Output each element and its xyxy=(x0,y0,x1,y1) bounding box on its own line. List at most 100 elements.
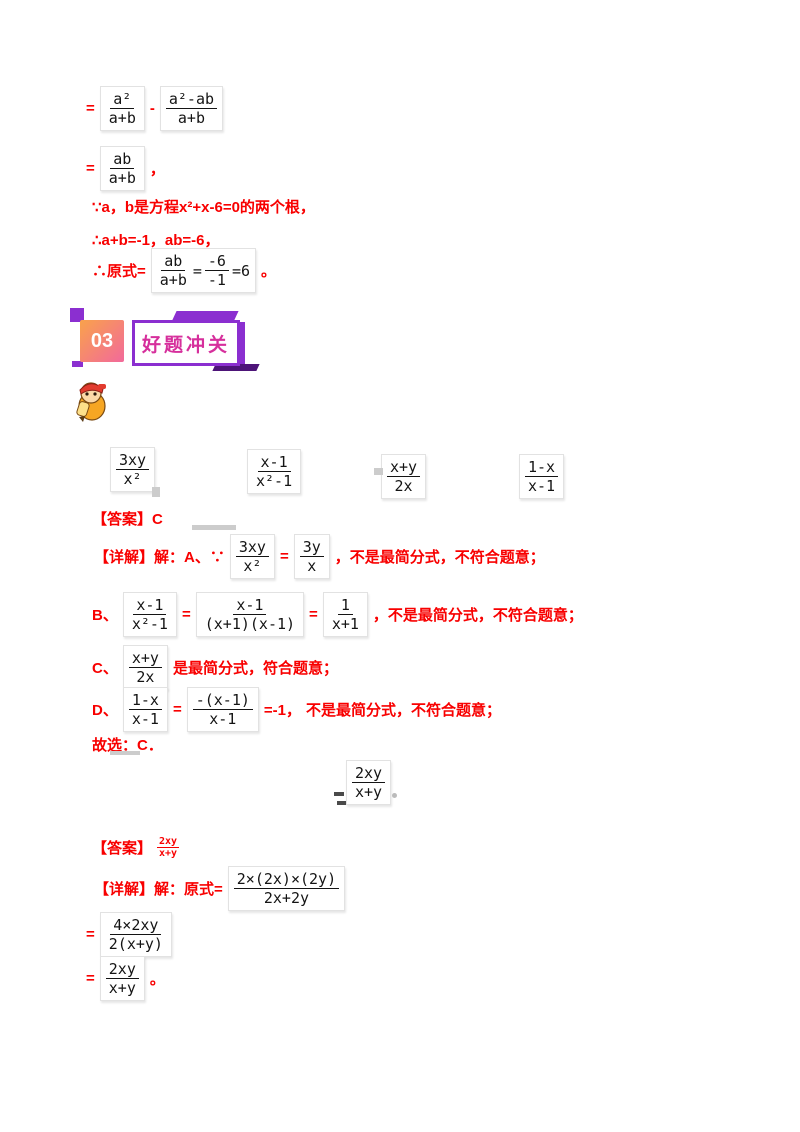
equals-sign: = xyxy=(86,970,95,987)
fraction: 4×2xy 2(x+y) xyxy=(106,916,166,953)
pencil-mascot-icon xyxy=(70,376,112,424)
fraction-denominator: x+y xyxy=(159,848,178,859)
detail-prefix: 【详解】解：A、∵ xyxy=(94,549,225,566)
fraction: x+y 2x xyxy=(387,458,421,495)
fraction: 2×(2x)×(2y) 2x+2y xyxy=(233,870,340,907)
formula-box: a²-ab a+b xyxy=(159,86,224,131)
q2-answer: 【答案】 2xy x+y xyxy=(92,836,180,859)
formula-box: x-1 x²-1 xyxy=(122,592,177,637)
formula-box: x+y 2x xyxy=(122,645,168,690)
fraction-numerator: a² xyxy=(110,90,135,109)
q1-conclusion: 故选：C． xyxy=(92,737,163,754)
detail-result: =-1， xyxy=(263,702,301,719)
formula-box: 2xy x+y xyxy=(99,956,145,1001)
fraction-denominator: -1 xyxy=(207,271,226,289)
option-c-formula: x+y 2x xyxy=(381,454,427,499)
answer-label: 【答案】 xyxy=(92,840,153,857)
fraction-denominator: 2(x+y) xyxy=(108,935,163,953)
fraction-denominator: 2x+2y xyxy=(263,889,310,907)
fraction-denominator: x+y xyxy=(355,783,383,801)
fraction-denominator: a+b xyxy=(177,109,205,127)
detail-suffix: ，不是最简分式，不符合题意； xyxy=(372,607,583,624)
final-prefix: ∴原式= xyxy=(92,263,146,280)
fraction: ab a+b xyxy=(106,150,139,187)
fraction: 1 x+1 xyxy=(329,596,362,633)
fraction-numerator: x+y xyxy=(387,458,421,477)
badge-decoration xyxy=(72,361,83,367)
detail-suffix: 是最简分式，符合题意； xyxy=(172,660,338,677)
option-label: B、 xyxy=(92,607,118,624)
artifact-mark xyxy=(110,751,140,755)
option-label: C、 xyxy=(92,660,118,677)
fraction-numerator: -(x-1) xyxy=(192,691,253,710)
q1-detail-a: 【详解】解：A、∵ 3xy x² = 3y x ，不是最简分式，不符合题意； xyxy=(94,534,545,579)
fraction-denominator: x² xyxy=(243,557,262,575)
artifact-mark xyxy=(192,525,236,530)
formula-box: 3y x xyxy=(293,534,330,579)
fraction: ab a+b xyxy=(157,252,190,289)
artifact-mark xyxy=(334,792,344,796)
fraction-numerator: -6 xyxy=(204,252,229,271)
fraction: 1-x x-1 xyxy=(128,691,162,728)
fraction-numerator: 3y xyxy=(299,538,324,557)
formula-box: -(x-1) x-1 xyxy=(186,687,259,732)
equals-sign: = xyxy=(192,261,202,280)
fraction-numerator: 2xy xyxy=(105,960,139,979)
minus-sign: - xyxy=(149,100,155,117)
artifact-mark xyxy=(152,487,160,497)
equals-sign: = xyxy=(172,701,182,718)
fraction-denominator: x²-1 xyxy=(131,615,168,633)
fraction-denominator: x²-1 xyxy=(256,472,293,490)
q1-detail-d: D、 1-x x-1 = -(x-1) x-1 =-1， 不是最简分式，不符合题… xyxy=(92,687,501,732)
fraction-denominator: x xyxy=(307,557,317,575)
fraction-denominator: a+b xyxy=(159,271,187,289)
option-label: D、 xyxy=(92,702,118,719)
formula-box: a² a+b xyxy=(99,86,145,131)
formula-box: 4×2xy 2(x+y) xyxy=(99,912,172,957)
solution1-because: ∵a，b是方程x²+x-6=0的两个根， xyxy=(92,199,315,216)
formula-box: 2×(2x)×(2y) 2x+2y xyxy=(227,866,346,911)
solution1-line2: = ab a+b ， xyxy=(86,146,165,191)
fraction: 3y x xyxy=(299,538,324,575)
formula-box: 1 x+1 xyxy=(322,592,368,637)
equals-sign: = xyxy=(86,100,95,117)
fraction: x+y 2x xyxy=(128,649,162,686)
fraction-denominator: x+1 xyxy=(331,615,359,633)
fraction-denominator: x+y xyxy=(108,979,136,997)
artifact-mark xyxy=(337,801,346,805)
fraction: a²-ab a+b xyxy=(165,90,218,127)
fraction-denominator: x-1 xyxy=(209,710,237,728)
fraction-denominator: a+b xyxy=(108,169,136,187)
result-value: =6 xyxy=(231,261,251,280)
fraction-numerator: a²-ab xyxy=(165,90,218,109)
formula-box: 1-x x-1 xyxy=(122,687,168,732)
fraction-denominator: x² xyxy=(123,470,142,488)
fraction-numerator: x-1 xyxy=(233,596,267,615)
q2-detail-line1: 【详解】解：原式= 2×(2x)×(2y) 2x+2y xyxy=(94,866,346,911)
q1-answer: 【答案】C xyxy=(92,511,163,528)
fraction: x-1 (x+1)(x-1) xyxy=(202,596,298,633)
option-b-formula: x-1 x²-1 xyxy=(247,449,302,494)
detail-suffix: 不是最简分式，不符合题意； xyxy=(306,702,502,719)
solution1-final: ∴原式= ab a+b = -6 -1 =6 。 xyxy=(92,248,276,293)
option-d-formula: 1-x x-1 xyxy=(519,454,565,499)
fraction-numerator: 2xy xyxy=(352,764,386,783)
fraction: x-1 x²-1 xyxy=(129,596,171,633)
fraction: x-1 x²-1 xyxy=(253,453,295,490)
fraction-numerator: 3xy xyxy=(235,538,269,557)
formula-box: 3xy x² xyxy=(229,534,275,579)
fraction: 3xy x² xyxy=(235,538,269,575)
fraction-denominator: 2x xyxy=(394,477,413,495)
fraction-numerator: ab xyxy=(110,150,135,169)
section-number-badge: 03 xyxy=(80,320,124,362)
fraction: 2xy x+y xyxy=(352,764,386,801)
badge-decoration xyxy=(239,322,245,370)
fraction-numerator: 4×2xy xyxy=(110,916,162,935)
fraction: -6 -1 xyxy=(204,252,229,289)
equals-sign: = xyxy=(279,548,289,565)
fraction-numerator: 3xy xyxy=(116,451,150,470)
equals-sign: = xyxy=(86,160,95,177)
equals-sign: = xyxy=(309,606,318,623)
artifact-mark xyxy=(374,468,383,475)
fraction: 2xy x+y xyxy=(105,960,139,997)
